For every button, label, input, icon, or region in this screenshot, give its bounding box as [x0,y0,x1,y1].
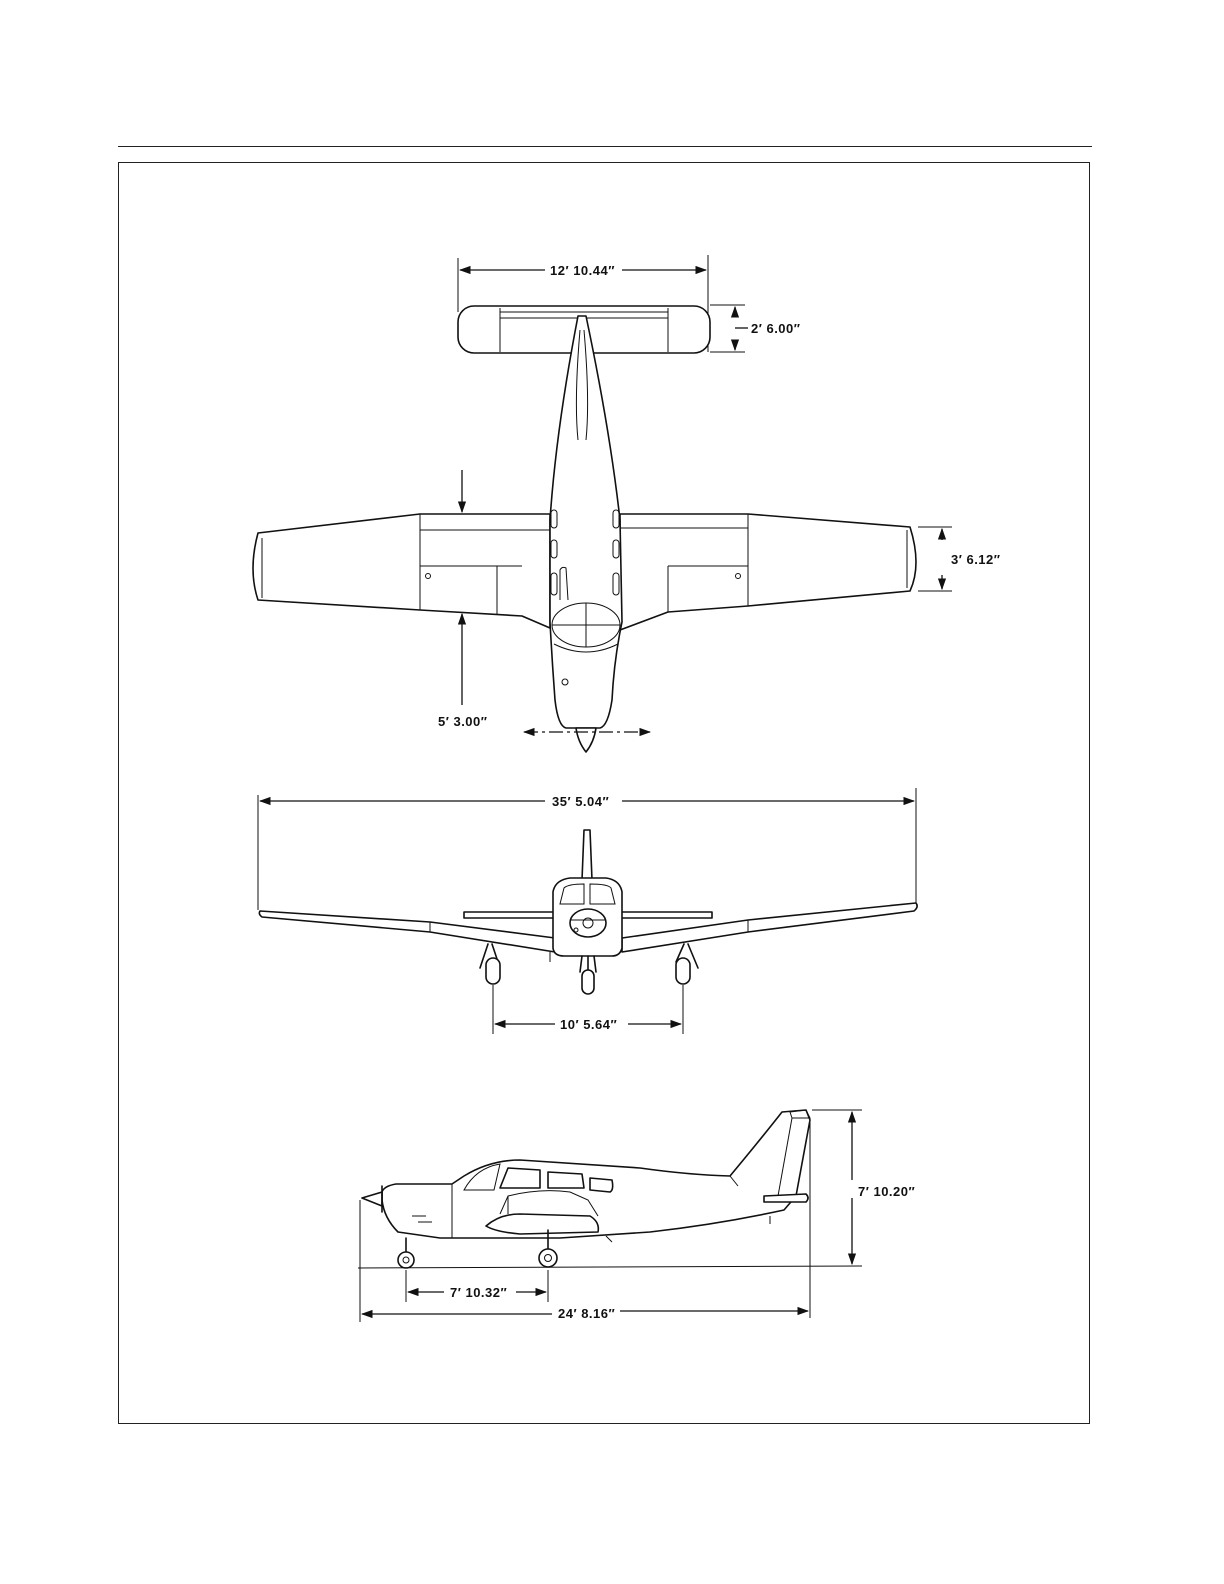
wing-chord-label: 3′ 6.12″ [951,552,1001,567]
height-label: 7′ 10.20″ [858,1184,915,1199]
front-view: 35′ 5.04″ 10′ 5.64″ [258,788,917,1034]
left-wing [253,514,550,628]
ground-line [358,1266,862,1268]
wing-side [486,1214,598,1234]
wing-dim-label: 5′ 3.00″ [438,714,488,729]
fuselage-top [550,316,622,728]
main-wheel-side [539,1249,557,1267]
nose-wheel-front [582,970,594,994]
right-wheel-front [676,958,690,984]
nose-wheel-side [398,1252,414,1268]
spinner-side [362,1192,382,1206]
right-wing-front [622,903,917,952]
stabilator-side [764,1194,808,1202]
fin-front [582,830,592,880]
length-label: 24′ 8.16″ [558,1306,615,1321]
wing-span-label: 35′ 5.04″ [552,794,609,809]
stabilator-span-label: 12′ 10.44″ [550,263,615,278]
wheel-track-label: 10′ 5.64″ [560,1017,617,1032]
side-view: 7′ 10.20″ 7′ 10.32″ 24′ 8.16″ [358,1110,915,1322]
wheel-base-label: 7′ 10.32″ [450,1285,507,1300]
right-wing [620,514,916,630]
fuselage-side [382,1110,810,1238]
left-wheel-front [486,958,500,984]
top-view: 12′ 10.44″ 2′ 6.00″ [253,255,1001,752]
stabilator-chord-label: 2′ 6.00″ [751,321,801,336]
spinner-front [570,909,606,937]
